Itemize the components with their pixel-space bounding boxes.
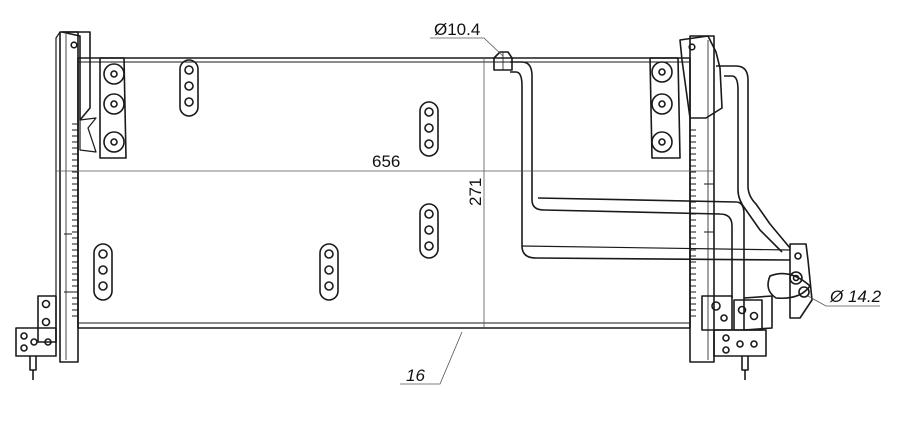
right-header-tank [689,35,715,363]
side-diameter-leader [807,295,880,307]
right-mounting-pads [649,57,681,159]
left-header-tank [55,31,79,363]
rivet-stack-3 [419,203,439,259]
refrigerant-pipe [510,61,791,298]
left-mounting-pads [99,57,127,159]
condenser-core [77,57,691,329]
right-top-bracket [679,35,723,119]
top-diameter-leader [430,37,504,57]
left-top-bracket [61,31,97,153]
top-pipe-diameter-label: Ø10.4 [434,20,480,39]
core-depth-label: 16 [406,366,425,385]
depth-leader [400,331,463,385]
rivet-stack-1 [179,59,199,117]
left-bottom-bracket [15,295,57,380]
rivet-stack-2 [419,101,439,157]
rivet-stack-5 [319,243,339,301]
side-pipe-diameter-label: Ø 14.2 [829,287,882,306]
rivet-stack-4 [93,243,113,301]
right-fin-comb [690,129,714,317]
side-pipe-block-fitting [743,243,813,331]
top-pipe-connector [493,51,513,71]
left-fin-comb [64,120,79,328]
core-width-label: 656 [372,152,400,171]
right-bottom-bracket [701,295,767,380]
core-height-label: 271 [466,178,485,206]
